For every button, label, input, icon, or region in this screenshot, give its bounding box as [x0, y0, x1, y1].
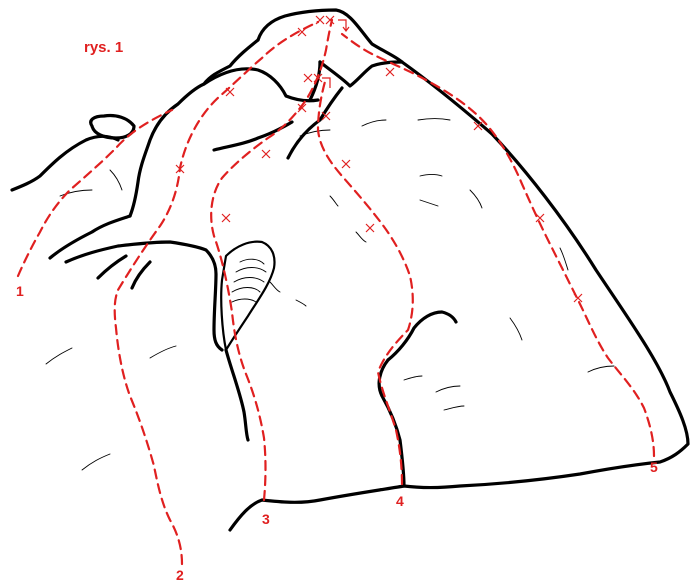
left-knob	[10, 134, 120, 192]
base-line	[228, 484, 406, 532]
route-3-label: 3	[262, 511, 270, 527]
route-4-line	[316, 76, 414, 486]
bolts	[175, 15, 583, 303]
bolt-marker	[225, 87, 235, 97]
bolt-marker	[315, 15, 325, 25]
route-5-label: 5	[650, 459, 658, 475]
rock-outline	[10, 8, 690, 532]
route-1-label: 1	[16, 283, 24, 299]
bolt-marker	[313, 73, 323, 83]
anchors	[322, 19, 350, 88]
anchor-icon	[322, 77, 331, 88]
route-5-line	[340, 32, 656, 458]
bolt-marker	[321, 111, 331, 121]
bolt-marker	[303, 73, 313, 83]
central-pillar	[64, 240, 224, 352]
rock-texture	[45, 118, 615, 471]
bolt-marker	[261, 149, 271, 159]
upper-left-ridge	[128, 38, 260, 218]
bolt-marker	[325, 15, 335, 25]
bolt-marker	[297, 27, 307, 37]
route-1-line	[16, 108, 174, 278]
flake	[220, 240, 276, 352]
main-ridge-outline	[256, 8, 690, 490]
bolt-marker	[365, 223, 375, 233]
bolt-marker	[535, 213, 545, 223]
bolt-marker	[221, 213, 231, 223]
anchor-icon	[338, 19, 350, 32]
bolt-marker	[573, 293, 583, 303]
bolt-marker	[473, 121, 483, 131]
bolt-marker	[175, 164, 185, 174]
bolt-marker	[297, 103, 307, 113]
bolt-marker	[341, 159, 351, 169]
routes	[16, 18, 656, 566]
route-2-line	[113, 20, 320, 566]
route-4-label: 4	[396, 493, 404, 509]
route-2-label: 2	[176, 567, 184, 583]
figure-title: rys. 1	[84, 39, 123, 56]
bolt-marker	[385, 67, 395, 77]
